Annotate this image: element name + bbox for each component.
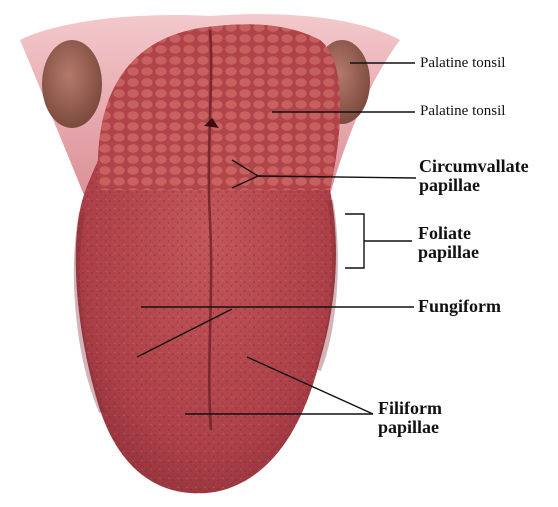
label-circumvallate: Circumvallate papillae — [419, 157, 529, 195]
label-filiform-line2: papillae — [378, 418, 442, 437]
label-foliate: Foliate papillae — [418, 224, 479, 262]
label-circumvallate-line1: Circumvallate — [419, 157, 529, 176]
label-filiform: Filiform papillae — [378, 399, 442, 437]
label-foliate-line2: papillae — [418, 243, 479, 262]
label-circumvallate-line2: papillae — [419, 176, 529, 195]
label-fungiform: Fungiform — [418, 297, 501, 316]
label-palatine-tonsil-2: Palatine tonsil — [420, 103, 505, 120]
left-tonsil — [42, 40, 102, 128]
label-filiform-line1: Filiform — [378, 399, 442, 418]
label-palatine-tonsil-1: Palatine tonsil — [420, 55, 505, 72]
label-foliate-line1: Foliate — [418, 224, 479, 243]
foliate-bracket — [345, 214, 364, 268]
